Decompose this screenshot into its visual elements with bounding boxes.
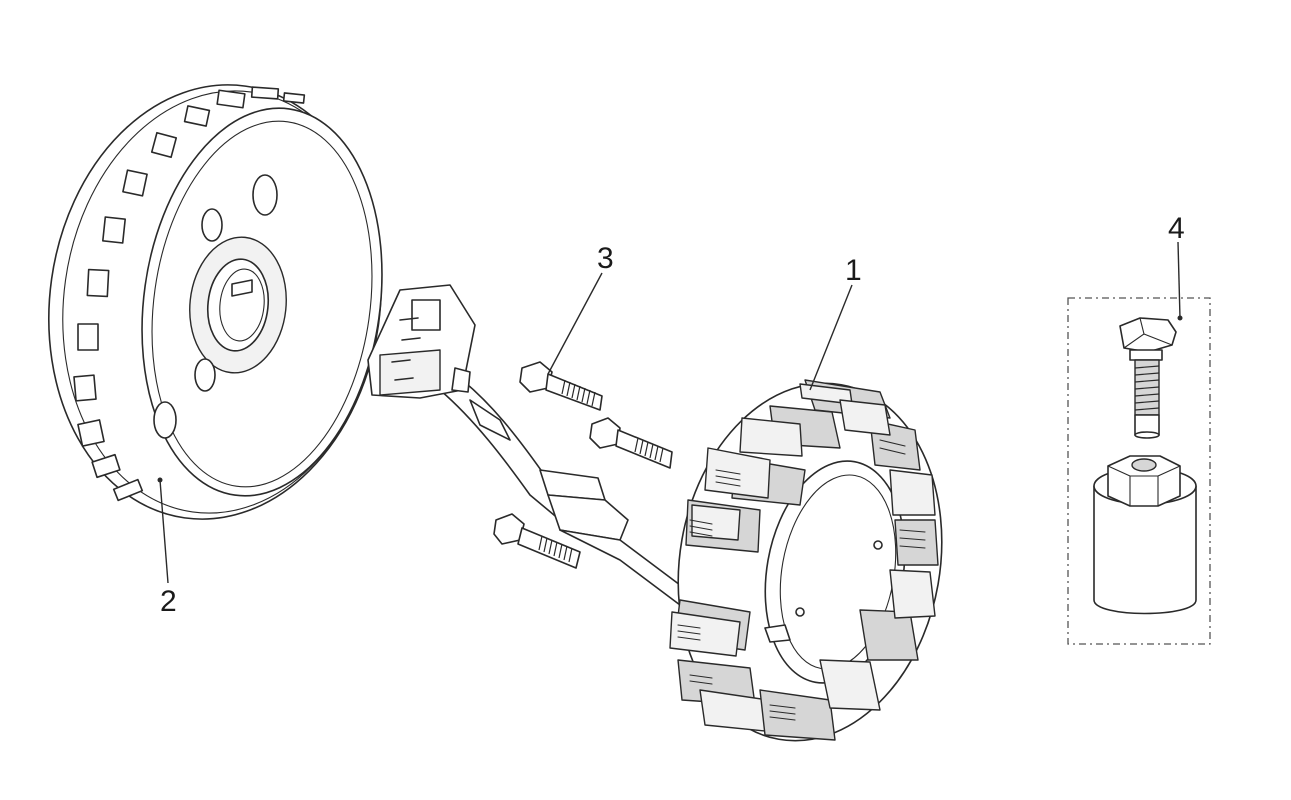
rotor-magnet-tabs — [73, 86, 306, 502]
callout-3-label: 3 — [597, 242, 614, 275]
wiring-connector[interactable] — [367, 284, 761, 621]
flywheel-puller-kit[interactable] — [1067, 297, 1211, 645]
callout-leaders — [159, 241, 1181, 584]
callout-4-label: 4 — [1168, 212, 1185, 245]
callout-4-dot — [1177, 315, 1183, 321]
bolt-middle[interactable] — [589, 417, 673, 469]
puller-body[interactable] — [1093, 455, 1197, 615]
bolt-lower[interactable] — [493, 513, 581, 569]
stator-windings — [669, 379, 939, 741]
puller-bolt[interactable] — [1119, 317, 1177, 439]
callout-1-label: 1 — [845, 254, 862, 287]
bolt-upper[interactable] — [519, 361, 603, 411]
callout-2-dot — [157, 477, 163, 483]
flywheel-rotor[interactable] — [21, 63, 408, 541]
stator[interactable] — [651, 362, 970, 762]
kit-dashed-frame — [1067, 297, 1211, 645]
callout-2-label: 2 — [160, 585, 177, 618]
